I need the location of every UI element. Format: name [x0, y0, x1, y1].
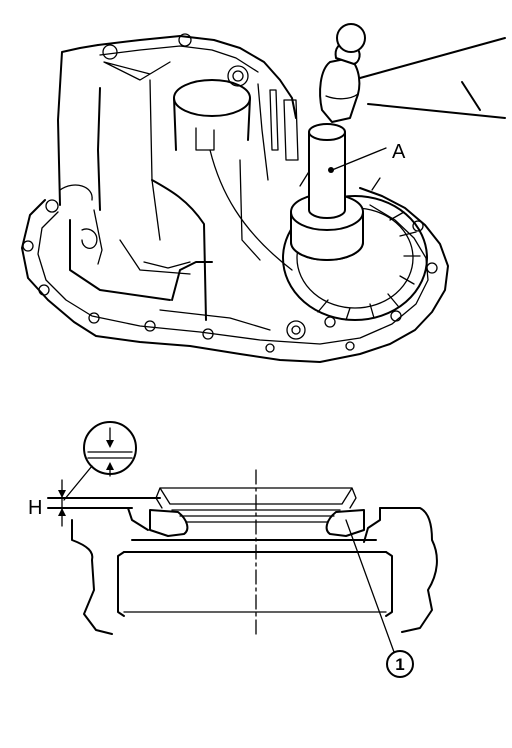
callout-h-label: H: [28, 497, 42, 519]
callout-a-label: A: [392, 141, 406, 163]
seal-cross-section: [47, 469, 438, 637]
seal-drift-tool: [290, 123, 364, 261]
hammer-icon: [319, 23, 506, 123]
transaxle-case: [21, 33, 449, 363]
callout-a: A: [331, 141, 406, 171]
callout-1-label: 1: [395, 655, 404, 674]
callout-1: 1: [345, 519, 414, 678]
dimension-h: H: [28, 421, 137, 527]
